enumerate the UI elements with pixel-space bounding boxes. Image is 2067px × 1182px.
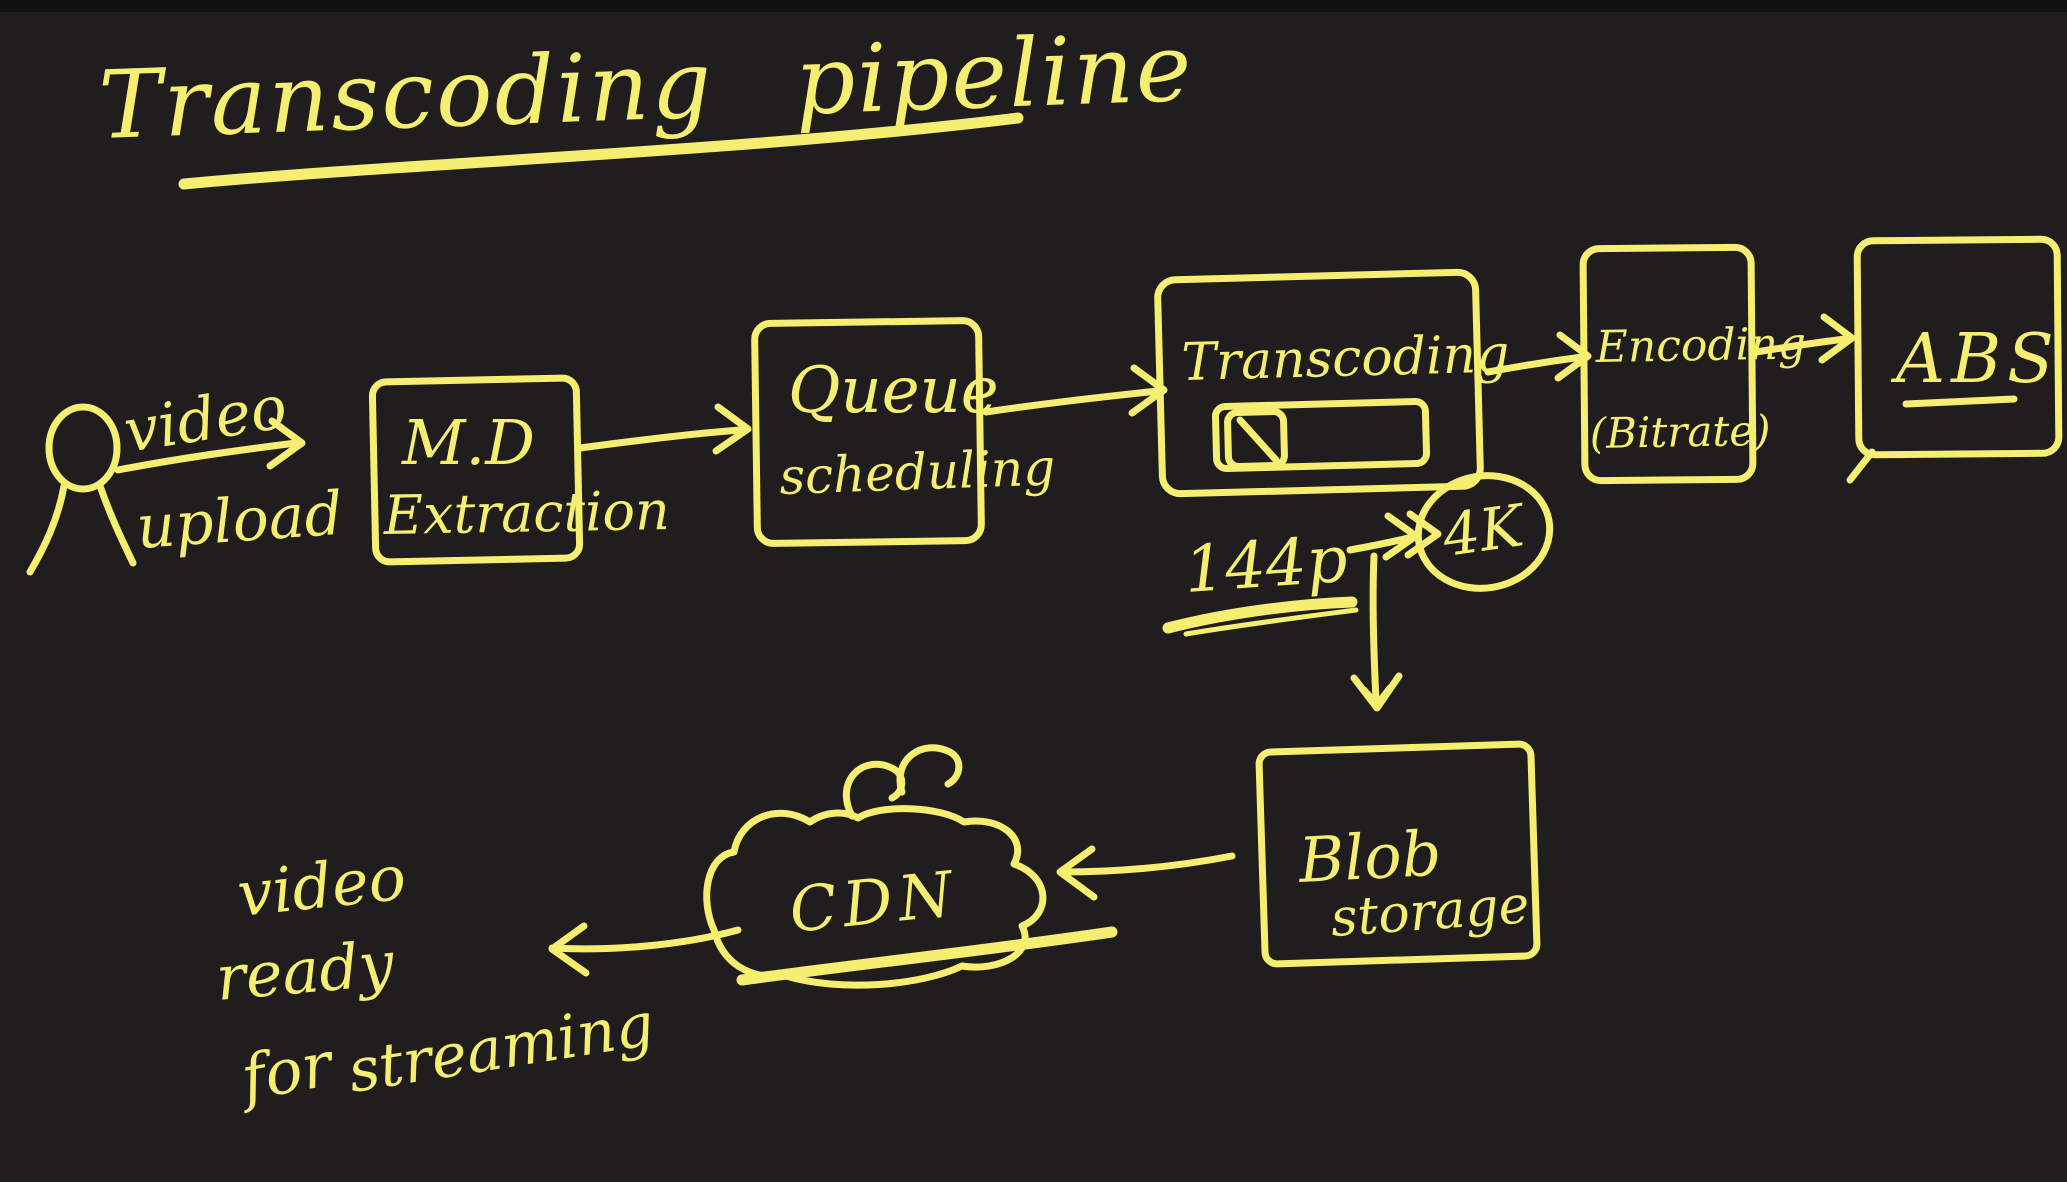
md-extraction-box <box>368 374 584 566</box>
video-player-thumb <box>1224 408 1288 470</box>
blob-storage-box <box>1255 740 1541 968</box>
note-line1: video <box>234 841 409 931</box>
encoding-label-line1: Encoding <box>1594 318 1806 373</box>
arrow-144p-to-4k <box>1346 534 1412 554</box>
arrow-md-to-queue-head <box>712 403 752 455</box>
arrow-md-to-queue <box>576 426 744 452</box>
video-player-bar <box>1211 398 1431 472</box>
note-line3: for <box>232 1027 340 1116</box>
md-extraction-label-line1: M.D <box>401 406 535 479</box>
transcoding-box <box>1154 268 1484 498</box>
arrow-blob-to-cdn-head <box>1056 845 1098 901</box>
upload-arrow-head <box>266 417 306 470</box>
encoding-box <box>1579 243 1757 485</box>
transcoding-label: Transcoding <box>1181 324 1510 393</box>
upload-arrow <box>114 439 300 474</box>
arrow-cdn-to-note <box>548 926 742 953</box>
arrow-queue-to-transcoding <box>982 387 1162 416</box>
note-line2: ready <box>213 927 398 1015</box>
abs-label-underline <box>1902 395 2018 408</box>
stick-figure-icon <box>26 403 137 576</box>
stick-figure-leg-left <box>26 482 68 576</box>
note-line4: streaming <box>343 989 658 1106</box>
cdn-label: CDN <box>786 857 962 947</box>
abs-box-tail <box>1846 448 1876 484</box>
cdn-cloud-scallop-2 <box>896 744 963 796</box>
blob-label-line1: Blob <box>1296 817 1443 897</box>
page-title: Transcoding pipeline <box>97 14 1195 161</box>
arrow-encoding-to-abs-head <box>1818 313 1856 364</box>
blob-label-line2: storage <box>1329 875 1532 949</box>
arrow-cdn-to-note-head <box>548 922 590 977</box>
resolution-from-underline-2 <box>1183 607 1359 637</box>
queue-label-line1: Queue <box>788 354 999 428</box>
encoding-label-line2: (Bitrate) <box>1589 406 1771 458</box>
cloud-icon <box>703 744 1118 989</box>
queue-label-line2: scheduling <box>778 438 1056 506</box>
md-extraction-label-line2: Extraction <box>382 479 670 547</box>
title-underline <box>178 112 1024 190</box>
queue-scheduling-box <box>751 317 985 547</box>
arrow-encoding-to-abs <box>1752 335 1850 356</box>
video-player-thumb-diagonal <box>1236 416 1280 464</box>
top-edge-shade <box>0 0 2067 12</box>
arrow-blob-to-cdn <box>1058 852 1236 876</box>
arrow-transcoding-to-encoding <box>1484 353 1586 376</box>
cdn-cloud-outline <box>703 805 1047 989</box>
4k-circle <box>1414 472 1554 592</box>
resolution-from-label: 144p <box>1182 523 1350 608</box>
arrow-queue-to-transcoding-head <box>1128 364 1168 417</box>
abs-box <box>1853 235 2063 459</box>
stick-figure-leg-right <box>96 482 137 567</box>
stick-figure-head <box>45 403 121 493</box>
video-player-icon <box>1211 398 1431 472</box>
cdn-cloud-baseline <box>736 926 1118 986</box>
abs-label: ABS <box>1890 320 2060 399</box>
resolution-from-underline <box>1162 596 1358 634</box>
arrow-down-to-blob <box>1369 552 1380 704</box>
arrow-transcoding-to-encoding-head <box>1554 331 1592 382</box>
upload-label-bottom: upload <box>134 479 345 563</box>
resolution-to-label: 4K <box>1437 491 1531 570</box>
arrow-down-to-blob-head-inner <box>1360 684 1394 709</box>
